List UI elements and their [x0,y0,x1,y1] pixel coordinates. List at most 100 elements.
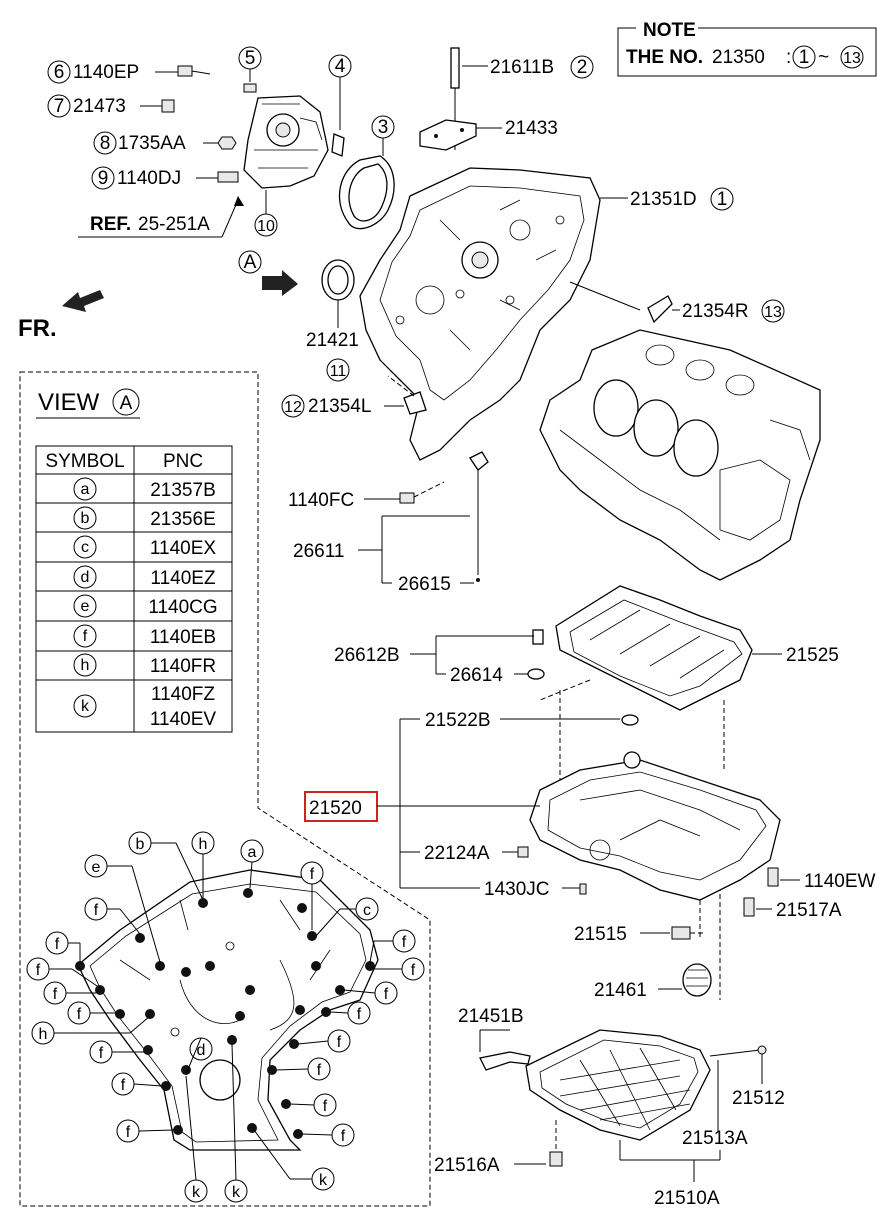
svg-text:8: 8 [100,133,111,154]
view-arrow-icon [262,270,298,296]
table-row: c 1140EX [73,535,216,559]
svg-text:1: 1 [799,47,810,68]
svg-text:7: 7 [54,96,65,117]
svg-text:10: 10 [257,218,275,235]
svg-text:k: k [192,1184,201,1201]
svg-text:A: A [120,393,133,414]
svg-text:A: A [244,252,257,273]
svg-text:5: 5 [245,48,256,69]
callout-21517A: 21517A [776,900,842,921]
ref-bold: REF. [90,214,131,235]
view-a-cover-outline [77,869,379,1151]
svg-text:~: ~ [818,47,829,68]
svg-text:f: f [411,962,416,979]
lower-oil-pan-21510A: 21451B 21512 21513A 21516A 21510A [434,1006,785,1209]
svg-text:e: e [81,598,90,615]
dipstick-group: 1140FC 26611 26615 26612B 26614 [288,451,545,686]
callout-26612B: 26612B [334,645,400,666]
callout-21351D: 21351D [630,189,697,210]
svg-text:b: b [136,836,145,853]
callout-22124A: 22124A [424,843,490,864]
svg-text:f: f [310,866,315,883]
callout-21522B: 21522B [425,710,491,731]
front-direction-indicator: FR. [18,290,104,342]
callout-21473: 21473 [73,96,126,117]
note-number: 21350 [712,47,765,68]
callout-21520: 21520 [309,798,362,819]
svg-text:1: 1 [717,189,728,210]
note-prefix: THE NO. [626,47,703,68]
svg-text:d: d [81,569,90,586]
callout-21451B: 21451B [458,1006,524,1027]
svg-text:f: f [337,1034,342,1051]
svg-text:PNC: PNC [163,451,203,472]
callout-21516A: 21516A [434,1155,500,1176]
callout-21512: 21512 [732,1088,785,1109]
svg-text:f: f [99,1045,104,1062]
svg-text:12: 12 [284,399,302,416]
table-row: e 1140CG [73,594,218,618]
svg-text:4: 4 [335,56,346,77]
callout-1140EW: 1140EW [804,871,876,892]
callout-1140FC: 1140FC [288,490,354,511]
callout-21354R: 21354R [682,301,749,322]
plate-21433: 21433 [419,118,558,151]
svg-text:a: a [81,481,90,498]
svg-text:1140EZ: 1140EZ [150,568,216,589]
ladder-frame-21525: 21525 [555,585,839,711]
callout-1735AA: 1735AA [118,133,186,154]
svg-text:f: f [83,628,88,645]
table-row: h 1140FR [73,653,216,677]
svg-text:1140EV: 1140EV [150,709,217,730]
callout-26615: 26615 [398,574,451,595]
svg-text:k: k [232,1184,241,1201]
svg-text::: : [786,47,791,68]
svg-text:f: f [357,1006,362,1023]
gasket-21354R: 21354R 13 [569,281,785,324]
svg-text:2: 2 [577,57,588,78]
oil-seal-21421: 21421 11 [306,259,359,382]
svg-text:11: 11 [330,363,347,380]
note-box: NOTE THE NO. 21350 : 1 ~ 13 [617,20,877,77]
gasket-21354L: 12 21354L [281,375,427,418]
svg-text:b: b [81,510,90,527]
svg-text:f: f [77,1006,82,1023]
svg-text:f: f [384,986,389,1003]
svg-text:k: k [319,1172,328,1189]
svg-text:f: f [121,1077,126,1094]
svg-text:3: 3 [378,117,389,138]
svg-text:21357B: 21357B [150,480,216,501]
svg-text:c: c [363,902,371,919]
svg-text:h: h [81,657,90,674]
svg-text:h: h [39,1026,48,1043]
upper-oil-pan-21520: 21522B 21520 22124A 1430JC 1140EW 21517A… [304,710,876,1001]
svg-text:f: f [55,936,60,953]
callout-26614: 26614 [450,665,503,686]
table-row: b 21356E [73,506,216,530]
svg-text:13: 13 [764,304,782,321]
svg-text:h: h [199,836,208,853]
callout-21513A: 21513A [682,1128,748,1149]
callout-1140DJ: 1140DJ [117,168,181,189]
callout-21461: 21461 [594,980,647,1001]
svg-text:f: f [36,962,41,979]
svg-text:a: a [248,844,257,861]
svg-text:1140CG: 1140CG [148,597,217,618]
cylinder-block [539,329,821,581]
view-a-table: VIEW A SYMBOL PNC a 21357B b 21356E c 11… [35,388,233,733]
svg-text:6: 6 [54,62,65,83]
svg-text:e: e [92,859,101,876]
timing-cover-21351D: 21351D 1 [359,167,734,461]
callout-21354L: 21354L [308,396,371,417]
svg-text:1140FR: 1140FR [150,656,216,677]
callout-1430JC: 1430JC [484,879,550,900]
callout-21433: 21433 [505,118,558,139]
svg-text:f: f [53,986,58,1003]
svg-text:9: 9 [98,168,109,189]
note-title: NOTE [643,20,696,41]
svg-text:f: f [126,1124,131,1141]
stud-21611B: 21611B 2 [450,47,594,150]
front-arrow-icon [62,290,104,312]
svg-text:d: d [197,1042,206,1059]
svg-text:21356E: 21356E [150,509,216,530]
